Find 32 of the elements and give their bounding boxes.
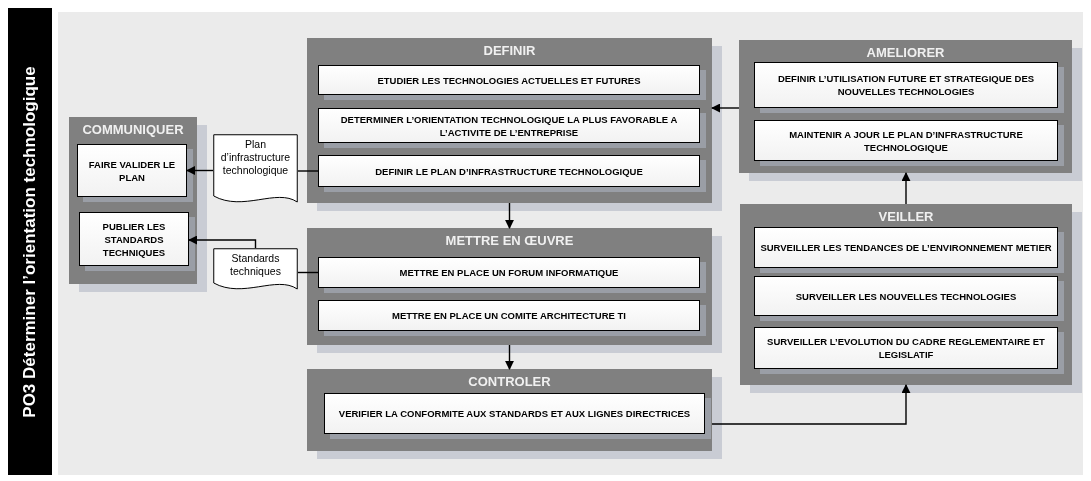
group-heading: DEFINIR (482, 42, 537, 60)
arrow (505, 202, 514, 229)
task-label: DETERMINER L’ORIENTATION TECHNOLOGIQUE LA PLUS FAVORABLE A L’ACTIVITE DE L’ENTREPRISE (339, 112, 679, 139)
group-heading: COMMUNIQUER (81, 121, 185, 139)
arrow (901, 172, 911, 205)
task-label: FAIRE VALIDER LE PLAN (87, 157, 177, 184)
group-heading: METTRE EN ŒUVRE (444, 232, 575, 250)
arrow (188, 235, 257, 249)
connector-line (297, 170, 319, 172)
arrow (711, 103, 740, 113)
title: PO3 Déterminer l’orientation technologique (19, 64, 41, 420)
task-label: SURVEILLER L’EVOLUTION DU CADRE REGLEMENTAIRE ET LEGISLATIF (766, 335, 1046, 361)
task-label: DEFINIR L’UTILISATION FUTURE ET STRATEGIQUE DES NOUVELLES TECHNOLOGIES (776, 72, 1036, 98)
group-heading: AMELIORER (865, 44, 946, 62)
task-label: MAINTENIR A JOUR LE PLAN D’INFRASTRUCTURE TECHNOLOGIQUE (788, 127, 1024, 154)
task-label: VERIFIER LA CONFORMITE AUX STANDARDS ET AUX LIGNES DIRECTRICES (338, 407, 691, 420)
task-label: DEFINIR LE PLAN D’INFRASTRUCTURE TECHNOLOGIQUE (375, 164, 643, 178)
task-label: METTRE EN PLACE UN COMITE ARCHITECTURE TI (392, 309, 626, 322)
task-label: SURVEILLER LES TENDANCES DE L’ENVIRONNEMENT METIER (760, 241, 1052, 254)
arrow (186, 166, 214, 175)
task-label: ETUDIER LES TECHNOLOGIES ACTUELLES ET FUTURES (377, 73, 641, 87)
document-label: Plan d’infrastructure technologique (219, 138, 292, 177)
task-label: PUBLIER LES STANDARDS TECHNIQUES (101, 219, 167, 259)
connector-line (297, 271, 319, 274)
document-shape (213, 134, 298, 206)
group-heading: VEILLER (877, 208, 935, 226)
document-label: Standards techniques (229, 252, 282, 278)
document-shape (213, 248, 298, 293)
task-label: SURVEILLER LES NOUVELLES TECHNOLOGIES (795, 289, 1017, 303)
arrow (505, 344, 514, 370)
group-heading: CONTROLER (467, 373, 552, 391)
task-label: METTRE EN PLACE UN FORUM INFORMATIQUE (399, 266, 619, 279)
